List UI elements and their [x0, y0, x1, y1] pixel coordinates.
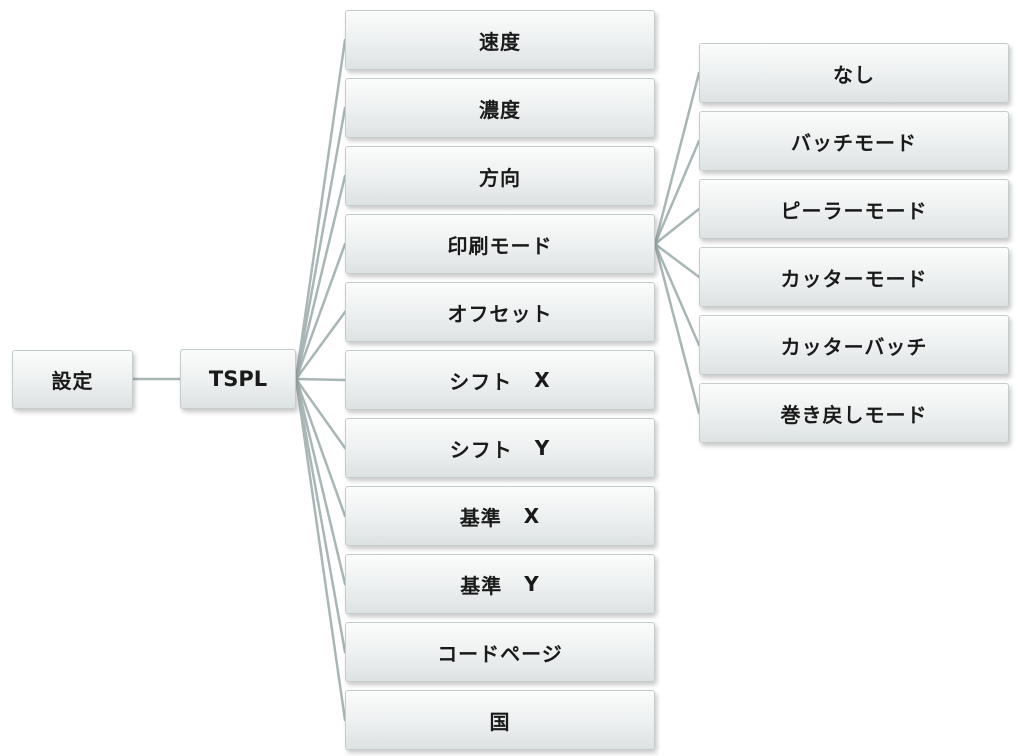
- node-cutter-batch-label: カッターバッチ: [780, 334, 928, 359]
- node-shift-y-axis: Y: [534, 436, 551, 460]
- node-reference-x-axis: X: [523, 504, 541, 528]
- node-country: 国: [345, 690, 655, 750]
- node-cutter-batch: カッターバッチ: [699, 315, 1009, 375]
- connector-tspl-item-1: [294, 106, 347, 381]
- connector-tspl-item-6: [294, 377, 347, 450]
- connector-print-mode-item-0: [653, 71, 701, 246]
- node-none-label: なし: [833, 62, 875, 87]
- node-reference-y-axis: Y: [524, 572, 540, 596]
- node-reference-y-label: 基準: [460, 573, 503, 598]
- node-print-mode: 印刷モード: [345, 214, 655, 274]
- node-peeler-mode-label: ピーラーモード: [780, 198, 928, 223]
- connector-tspl-item-0: [294, 38, 347, 381]
- node-direction-label: 方向: [479, 165, 521, 190]
- connector-tspl-item-5: [294, 377, 347, 382]
- node-offset: オフセット: [345, 282, 655, 342]
- node-speed-label: 速度: [479, 29, 521, 54]
- node-reference-x-label: 基準: [459, 505, 502, 530]
- node-shift-x-axis: X: [534, 368, 551, 392]
- node-reference-y: 基準 Y: [345, 554, 655, 614]
- node-density-label: 濃度: [479, 97, 521, 122]
- connector-tspl-item-2: [294, 174, 347, 381]
- connector-tspl-item-10: [294, 377, 347, 722]
- node-speed: 速度: [345, 10, 655, 70]
- connector-tspl-item-8: [294, 377, 347, 586]
- node-reference-x: 基準 X: [345, 486, 655, 546]
- node-rewind-mode: 巻き戻しモード: [699, 383, 1009, 443]
- node-rewind-mode-label: 巻き戻しモード: [780, 402, 928, 427]
- node-tspl-label: TSPL: [208, 367, 268, 391]
- connector-tspl-item-4: [294, 310, 347, 381]
- connector-tspl-item-3: [294, 242, 347, 381]
- node-direction: 方向: [345, 146, 655, 206]
- node-shift-x: シフト X: [345, 350, 655, 410]
- node-country-label: 国: [489, 709, 511, 734]
- node-peeler-mode: ピーラーモード: [699, 179, 1009, 239]
- node-code-page-label: コードページ: [437, 641, 563, 666]
- connector-tspl-item-9: [294, 377, 347, 654]
- connector-print-mode-item-3: [653, 242, 701, 279]
- node-none: なし: [699, 43, 1009, 103]
- node-cutter-mode: カッターモード: [699, 247, 1009, 307]
- connector-print-mode-item-2: [653, 207, 701, 246]
- connector-print-mode-item-5: [653, 242, 701, 415]
- node-shift-x-label: シフト: [449, 369, 513, 394]
- node-shift-y: シフト Y: [345, 418, 655, 478]
- node-print-mode-label: 印刷モード: [447, 233, 553, 258]
- node-offset-label: オフセット: [447, 301, 553, 326]
- node-cutter-mode-label: カッターモード: [780, 266, 928, 291]
- node-batch-mode: バッチモード: [699, 111, 1009, 171]
- node-tspl: TSPL: [180, 349, 296, 409]
- connector-print-mode-item-4: [653, 242, 701, 347]
- node-shift-y-label: シフト: [449, 437, 513, 462]
- node-settings: 設定: [12, 350, 133, 409]
- connector-print-mode-item-1: [653, 139, 701, 246]
- node-density: 濃度: [345, 78, 655, 138]
- node-batch-mode-label: バッチモード: [791, 130, 917, 155]
- node-code-page: コードページ: [345, 622, 655, 682]
- connector-tspl-item-7: [294, 377, 347, 518]
- node-settings-label: 設定: [51, 369, 94, 393]
